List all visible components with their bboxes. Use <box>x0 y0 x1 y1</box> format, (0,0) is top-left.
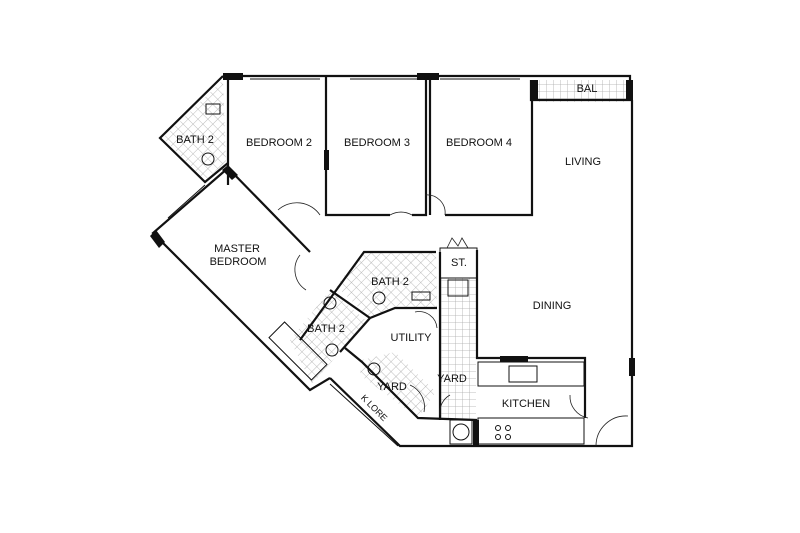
room-label-master-1: MASTER <box>214 243 260 255</box>
exterior-walls <box>151 74 634 448</box>
yard-left-floor <box>360 352 436 418</box>
kitchen-counter-bottom <box>477 417 585 445</box>
bath-top-floor <box>163 80 226 180</box>
washer <box>452 423 470 441</box>
yard-right-floor <box>440 278 476 420</box>
room-label-bedroom2: BEDROOM 2 <box>246 137 312 149</box>
doors <box>277 194 629 447</box>
bath-center-floor <box>336 252 437 318</box>
room-label-master-2: BEDROOM <box>210 256 267 268</box>
room-label-yard-right: YARD <box>437 373 467 385</box>
room-label-dining: DINING <box>533 300 572 312</box>
room-label-yard-left: YARD <box>377 381 407 393</box>
room-label-store: ST. <box>451 257 467 269</box>
room-label-bedroom3: BEDROOM 3 <box>344 137 410 149</box>
corridor-label: K LORE <box>359 393 389 423</box>
kitchen-counter-top <box>477 361 585 387</box>
room-label-utility: UTILITY <box>391 332 433 344</box>
room-label-kitchen: KITCHEN <box>502 398 550 410</box>
room-label-bedroom4: BEDROOM 4 <box>446 137 512 149</box>
room-label-bath-center: BATH 2 <box>371 276 409 288</box>
balcony-floor <box>534 80 628 102</box>
bath-master-floor <box>290 290 368 384</box>
interior-walls <box>226 76 587 447</box>
room-label-living: LIVING <box>565 156 601 168</box>
room-label-balcony: BAL <box>577 83 598 95</box>
fixtures <box>201 103 469 376</box>
room-label-bath-top: BATH 2 <box>176 134 214 146</box>
room-label-bath-master: BATH 2 <box>307 323 345 335</box>
windows <box>150 73 635 376</box>
sink <box>508 365 538 383</box>
bathtub <box>268 321 328 381</box>
